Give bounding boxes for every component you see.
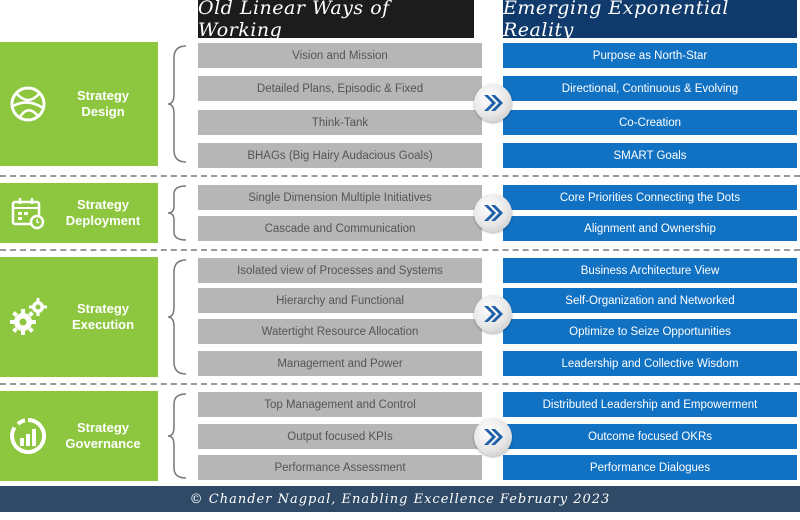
new-row: Optimize to Seize Opportunities — [503, 319, 797, 344]
calendar-icon — [0, 196, 56, 230]
label-strategy-execution: Strategy Execution — [0, 257, 158, 377]
new-row: Co-Creation — [503, 110, 797, 135]
old-row: Detailed Plans, Episodic & Fixed — [198, 76, 482, 101]
old-row: Watertight Resource Allocation — [198, 319, 482, 344]
brace — [166, 44, 190, 164]
chart-gauge-icon — [0, 416, 56, 456]
old-row: Think-Tank — [198, 110, 482, 135]
section-divider — [0, 383, 800, 385]
section-divider — [0, 249, 800, 251]
old-row: Vision and Mission — [198, 43, 482, 68]
label-line1: Strategy — [76, 301, 130, 316]
label-line2: Deployment — [65, 213, 141, 228]
new-row: Core Priorities Connecting the Dots — [503, 185, 797, 210]
brace — [166, 184, 190, 242]
globe-icon — [0, 84, 56, 124]
new-row: Purpose as North-Star — [503, 43, 797, 68]
double-chevron-right-icon — [474, 295, 512, 333]
double-chevron-right-icon — [474, 194, 512, 232]
label-line2: Execution — [71, 317, 135, 332]
gears-icon — [0, 296, 56, 338]
double-chevron-right-icon — [474, 84, 512, 122]
new-row: Distributed Leadership and Empowerment — [503, 392, 797, 417]
new-row: Performance Dialogues — [503, 455, 797, 480]
new-row: Alignment and Ownership — [503, 216, 797, 241]
new-row: Outcome focused OKRs — [503, 424, 797, 449]
label-line1: Strategy — [76, 420, 130, 435]
old-row: Hierarchy and Functional — [198, 288, 482, 313]
new-row: SMART Goals — [503, 143, 797, 168]
new-row: Self-Organization and Networked — [503, 288, 797, 313]
brace — [166, 258, 190, 376]
new-row: Business Architecture View — [503, 258, 797, 283]
label-line2: Design — [81, 104, 125, 119]
brace — [166, 392, 190, 480]
label-strategy-deployment: Strategy Deployment — [0, 183, 158, 243]
old-row: Isolated view of Processes and Systems — [198, 258, 482, 283]
old-row: Performance Assessment — [198, 455, 482, 480]
new-row: Leadership and Collective Wisdom — [503, 351, 797, 376]
label-line1: Strategy — [76, 197, 130, 212]
old-row: Management and Power — [198, 351, 482, 376]
label-strategy-design: Strategy Design — [0, 42, 158, 166]
footer-copyright: © Chander Nagpal, Enabling Excellence Fe… — [0, 486, 800, 512]
label-strategy-governance: Strategy Governance — [0, 391, 158, 481]
old-row: Output focused KPIs — [198, 424, 482, 449]
header-old-ways: Old Linear Ways of Working — [198, 0, 474, 41]
old-row: Single Dimension Multiple Initiatives — [198, 185, 482, 210]
label-line2: Governance — [65, 436, 141, 451]
old-row: Cascade and Communication — [198, 216, 482, 241]
old-row: BHAGs (Big Hairy Audacious Goals) — [198, 143, 482, 168]
old-row: Top Management and Control — [198, 392, 482, 417]
double-chevron-right-icon — [474, 418, 512, 456]
header-emerging-reality: Emerging Exponential Reality — [503, 0, 797, 41]
label-line1: Strategy — [76, 88, 130, 103]
section-divider — [0, 175, 800, 177]
new-row: Directional, Continuous & Evolving — [503, 76, 797, 101]
